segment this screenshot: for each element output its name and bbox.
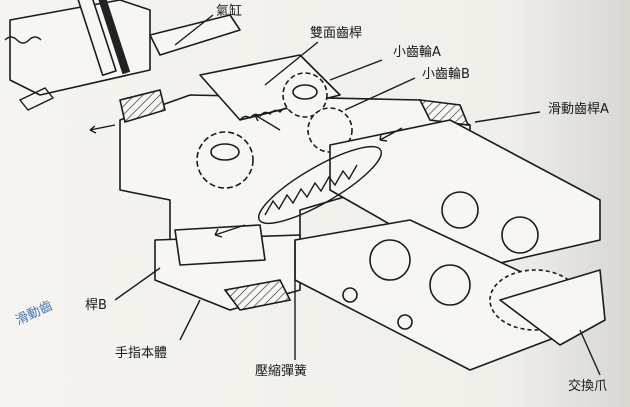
label-finger-body: 手指本體 <box>115 346 167 361</box>
label-slide-rack-b-part1: 滑動齒 <box>13 299 55 329</box>
exchange-claw <box>489 269 606 346</box>
label-exchange-claw: 交換爪 <box>568 378 607 394</box>
label-compression-spring: 壓縮彈簧 <box>255 363 307 379</box>
compression-spring <box>258 145 382 225</box>
slide-rack-b <box>294 219 576 371</box>
label-slide-rack-a: 滑動齒桿A <box>548 102 609 117</box>
label-cylinder: 氣缸 <box>216 3 242 19</box>
label-double-rack: 雙面齒桿 <box>310 26 362 41</box>
pinion-gear-a <box>282 72 328 118</box>
finger-body <box>119 89 471 311</box>
label-pinion-b: 小齒輪B <box>422 66 470 82</box>
large-gear <box>196 131 254 189</box>
air-cylinder <box>4 0 241 111</box>
label-pinion-a: 小齒輪A <box>393 44 441 60</box>
motion-arrows <box>89 114 403 238</box>
label-slide-rack-b-part2: 桿B <box>85 298 107 313</box>
slide-rack-a <box>329 119 601 271</box>
leader-lines <box>114 14 601 376</box>
